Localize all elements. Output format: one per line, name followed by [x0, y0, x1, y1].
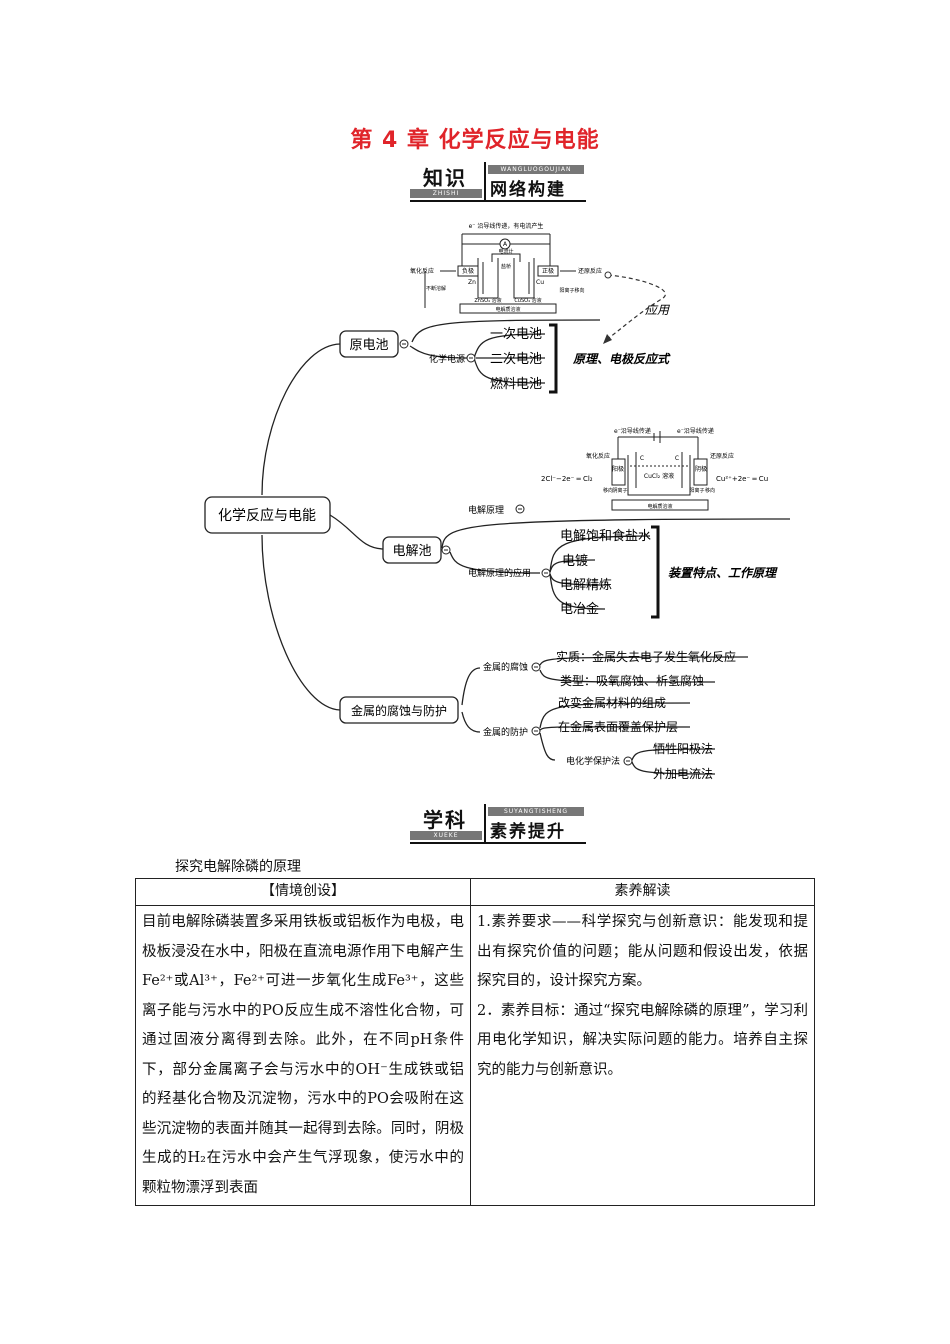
corrosion-item: 实质：金属失去电子发生氧化反应 [556, 649, 736, 664]
electrolytic-cell-diagram [611, 431, 709, 511]
power-source-label: 化学电源 [429, 353, 465, 365]
electrolysis-reduction: 还原反应 [710, 452, 734, 460]
galvanic-bracket-text: 原理、电极反应式 [572, 352, 671, 366]
cucl2-solution: CuCl₂ 溶液 [644, 472, 674, 480]
corrosion-item: 类型：吸氧腐蚀、析氢腐蚀 [560, 673, 704, 688]
negative-electrode: 负极 [462, 267, 474, 275]
galvanic-diagram-top: e⁻ 沿导线传递，有电流产生 [469, 222, 544, 230]
right-c-label: C [675, 455, 679, 462]
zn-label: Zn [468, 279, 476, 286]
galvanic-bottom-box: 电解质溶液 [495, 306, 520, 313]
ammeter-label: A [503, 241, 508, 248]
literacy-banner: 学科 XUEKE SUYANGTISHENG 素养提升 [410, 804, 586, 844]
interpretation-cell: 1.素养要求——科学探究与创新意识：能发现和提出有探究价值的问题；能从问题和假设… [470, 905, 815, 1206]
protection-item: 在金属表面覆盖保护层 [558, 719, 678, 734]
anode-label: 阳极 [612, 465, 624, 473]
root-node [204, 496, 331, 534]
banner-sub-text: 网络构建 [490, 180, 566, 200]
cathode-label: 阴极 [695, 465, 707, 473]
corrosion-sub-label: 金属的腐蚀 [483, 661, 528, 673]
galvanic-cell-diagram [418, 218, 598, 318]
battery-item: 二次电池 [490, 351, 542, 367]
left-solution: ZnSO₄ 溶液 [474, 297, 501, 304]
corrosion-node [339, 696, 459, 724]
apply-arrow [605, 274, 666, 341]
cu-label: Cu [536, 279, 544, 286]
left-side-note: 不断溶解 [426, 285, 446, 292]
battery-item: 一次电池 [490, 326, 542, 342]
chapter-title: 第 4 章 化学反应与电能 [350, 128, 600, 153]
section-title: 探究电解除磷的原理 [175, 859, 301, 875]
banner-pinyin-left: ZHISHI [410, 189, 482, 198]
banner-underline [410, 200, 586, 202]
left-c-label: C [640, 455, 644, 462]
literacy-table: 【情境创设】 素养解读 目前电解除磷装置多采用铁板或铝板作为电极，电极板浸没在水… [135, 878, 815, 1206]
move-note-left: 移向 [603, 487, 613, 494]
banner-main-text: 学科 [423, 808, 467, 832]
electrolysis-principle-label: 电解原理 [468, 504, 504, 516]
literacy-goal: 2．素养目标：通过“探究电解除磷的原理”，学习利用电化学知识，解决实际问题的能力… [477, 1002, 808, 1078]
electrolysis-label: 电解池 [392, 544, 431, 559]
banner-divider [484, 804, 486, 842]
electrolysis-application-label: 电解原理的应用 [468, 567, 531, 579]
cation-note: 阳离子 [689, 487, 704, 494]
electrolysis-item: 电解精炼 [560, 578, 612, 593]
anion-note: 阴离子 [612, 487, 627, 494]
table-row: 目前电解除磷装置多采用铁板或铝板作为电极，电极板浸没在水中，阳极在直流电源作用下… [135, 905, 815, 1206]
echem-item: 牺牲阳极法 [653, 742, 713, 756]
scenario-text: 目前电解除磷装置多采用铁板或铝板作为电极，电极板浸没在水中，阳极在直流电源作用下… [142, 914, 464, 1196]
knowledge-banner: 知识 ZHISHI WANGLUOGOUJIAN 网络构建 [410, 162, 586, 202]
literacy-requirement: 1.素养要求——科学探究与创新意识：能发现和提出有探究价值的问题；能从问题和假设… [477, 914, 808, 989]
protection-item: 改变金属材料的组成 [558, 695, 666, 710]
electrolysis-bottom-box: 电解质溶液 [647, 503, 672, 510]
electrolysis-item: 电解饱和食盐水 [560, 528, 651, 544]
galvanic-node [339, 330, 399, 358]
battery-item: 燃料电池 [490, 376, 542, 392]
right-side-note: 阳离子移向 [559, 287, 584, 294]
table-header-row: 【情境创设】 素养解读 [135, 878, 815, 906]
electrolysis-left-top: e⁻沿导线传递 [614, 427, 651, 435]
protection-sub-label: 金属的防护 [483, 726, 528, 738]
anode-equation: 2Cl⁻−2e⁻ ═ Cl₂ [541, 475, 593, 483]
salt-bridge-label: 盐桥 [501, 263, 511, 270]
banner-pinyin-right: SUYANGTISHENG [488, 807, 584, 816]
banner-underline [410, 842, 586, 844]
electrolysis-node [382, 536, 442, 564]
corrosion-label: 金属的腐蚀与防护 [351, 703, 447, 718]
table-header: 素养解读 [470, 878, 815, 906]
right-solution: CuSO₄ 溶液 [514, 297, 541, 304]
banner-pinyin-right: WANGLUOGOUJIAN [488, 165, 584, 174]
positive-electrode: 正极 [542, 267, 554, 275]
banner-sub-text: 素养提升 [490, 822, 566, 842]
banner-pinyin-left: XUEKE [410, 831, 482, 840]
table-header: 【情境创设】 [135, 878, 471, 906]
reduction-label: 还原反应 [578, 267, 602, 275]
cathode-equation: Cu²⁺+2e⁻ ═ Cu [716, 475, 768, 483]
banner-main-text: 知识 [423, 166, 467, 190]
move-note-right: 移向 [705, 487, 715, 494]
electrolysis-oxidation: 氧化反应 [586, 452, 610, 460]
galvanic-label: 原电池 [349, 338, 388, 353]
root-label: 化学反应与电能 [218, 507, 316, 524]
meter-label: 电流计 [498, 248, 513, 255]
echem-item: 外加电流法 [653, 767, 713, 781]
electrolysis-bracket-text: 装置特点、工作原理 [668, 566, 778, 580]
mind-map: 化学反应与电能 原电池 化学电源 一次电池 二次电池 燃料电池 原理、电极反应式… [204, 218, 791, 781]
apply-label: 应用 [645, 303, 670, 317]
oxidation-label: 氧化反应 [410, 267, 434, 275]
electrolysis-right-top: e⁻沿导线传递 [677, 427, 714, 435]
electrolysis-item: 电冶金 [560, 601, 599, 617]
banner-divider [484, 162, 486, 200]
electrochemical-protection-label: 电化学保护法 [566, 755, 620, 767]
electrolysis-item: 电镀 [562, 553, 588, 569]
scenario-cell: 目前电解除磷装置多采用铁板或铝板作为电极，电极板浸没在水中，阳极在直流电源作用下… [135, 905, 471, 1206]
